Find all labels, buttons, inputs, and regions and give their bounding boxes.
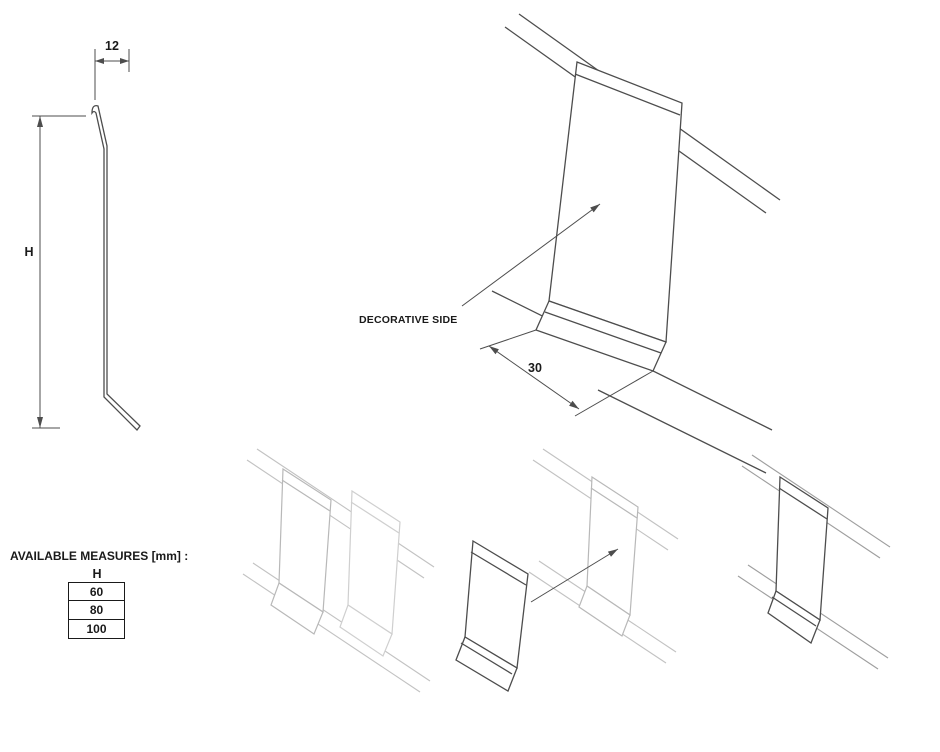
installation-step-1 bbox=[242, 448, 435, 693]
skirting-profile-3d bbox=[535, 61, 683, 372]
cross-section-view bbox=[32, 49, 141, 431]
measure-value-80: 80 bbox=[68, 600, 125, 620]
measure-value-60: 60 bbox=[68, 581, 125, 602]
installed-profile bbox=[767, 475, 829, 645]
measures-column-header: H bbox=[92, 567, 102, 581]
foot-depth-label: 30 bbox=[528, 361, 542, 375]
height-dimension-label: H bbox=[24, 245, 34, 259]
width-dimension-label: 12 bbox=[105, 39, 119, 53]
isometric-view bbox=[461, 13, 781, 474]
decorative-side-arrow bbox=[461, 203, 601, 307]
depth-dimension bbox=[479, 329, 654, 417]
measure-value-100: 100 bbox=[68, 618, 125, 639]
ghost-profile-1 bbox=[270, 467, 332, 635]
insertion-arrow bbox=[530, 548, 619, 603]
installation-sequence bbox=[242, 448, 891, 693]
width-dimension bbox=[94, 49, 130, 100]
available-measures-panel: AVAILABLE MEASURES [mm] : H 60 80 100 bbox=[10, 549, 210, 639]
installation-step-2 bbox=[455, 448, 679, 692]
profile-face bbox=[548, 61, 683, 343]
profile-foot-fold bbox=[544, 311, 662, 354]
ghost-target-profile bbox=[578, 475, 639, 637]
ghost-profile-2 bbox=[339, 489, 401, 657]
profile-top-fold bbox=[574, 73, 681, 116]
available-measures-title: AVAILABLE MEASURES [mm] : bbox=[10, 549, 189, 563]
installation-step-3 bbox=[737, 454, 891, 670]
decorative-side-label: DECORATIVE SIDE bbox=[359, 314, 458, 326]
measures-table: 60 80 100 bbox=[68, 581, 210, 639]
profile-cross-section bbox=[91, 105, 141, 431]
height-dimension bbox=[32, 115, 86, 429]
insert-profile bbox=[455, 539, 529, 692]
